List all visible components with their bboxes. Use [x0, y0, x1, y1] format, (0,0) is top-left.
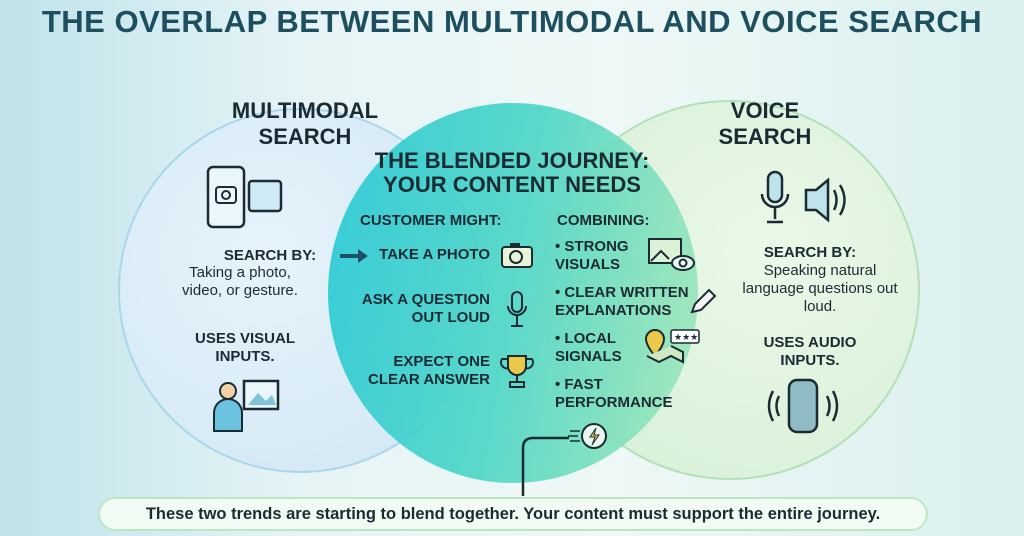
trophy-icon: [500, 355, 534, 388]
arrow-right-icon: [340, 249, 368, 263]
voice-search-by-text: Speaking natural language questions out …: [742, 262, 898, 315]
multimodal-search-by-text: Taking a photo, video, or gesture.: [182, 264, 298, 299]
page-title: THE OVERLAP BETWEEN MULTIMODAL AND VOICE…: [41, 4, 983, 39]
voice-search-by-label: SEARCH BY:: [763, 244, 857, 261]
combining-item-clear-explanations: • CLEAR WRITTEN EXPLANATIONS: [555, 284, 689, 319]
pencil-icon: [690, 288, 717, 314]
customer-item-expect-answer: EXPECT ONE CLEAR ANSWER: [368, 353, 490, 388]
customer-might-label: CUSTOMER MIGHT:: [360, 212, 502, 229]
bullet: •: [555, 284, 565, 301]
blended-heading-line1: THE BLENDED JOURNEY:: [374, 148, 650, 173]
smartphone-camera-icon: [206, 165, 283, 229]
bullet: •: [555, 376, 565, 393]
person-image-icon: [213, 379, 280, 432]
blended-heading-line2: YOUR CONTENT NEEDS: [383, 172, 641, 197]
bullet: •: [555, 330, 565, 347]
microphone-speaker-icon: [760, 170, 846, 224]
combining-item-fast-performance: • FAST PERFORMANCE: [555, 376, 673, 411]
smart-speaker-icon: [767, 378, 839, 434]
voice-uses: USES AUDIO INPUTS.: [763, 334, 857, 369]
customer-item-ask-question: ASK A QUESTION OUT LOUD: [361, 291, 490, 326]
bullet: •: [555, 238, 565, 255]
customer-item-take-photo: TAKE A PHOTO: [379, 246, 490, 263]
microphone-icon: [507, 291, 527, 327]
footer-banner: These two trends are starting to blend t…: [98, 497, 928, 531]
multimodal-heading: MULTIMODAL SEARCH: [231, 98, 379, 149]
voice-heading: VOICE SEARCH: [718, 98, 812, 149]
svg-text:★★★: ★★★: [674, 332, 698, 342]
multimodal-search-by-label: SEARCH BY:: [223, 247, 317, 264]
image-eye-icon: [648, 238, 695, 271]
combining-label: COMBINING:: [557, 212, 650, 229]
combining-item-local-signals: • LOCAL SIGNALS: [555, 330, 622, 365]
combining-item-strong-visuals: • STRONG VISUALS: [555, 238, 629, 273]
map-pin-review-icon: ★★★: [644, 328, 700, 364]
multimodal-uses: USES VISUAL INPUTS.: [194, 330, 296, 365]
camera-icon: [501, 243, 533, 268]
stopwatch-connector-icon: [521, 423, 607, 496]
